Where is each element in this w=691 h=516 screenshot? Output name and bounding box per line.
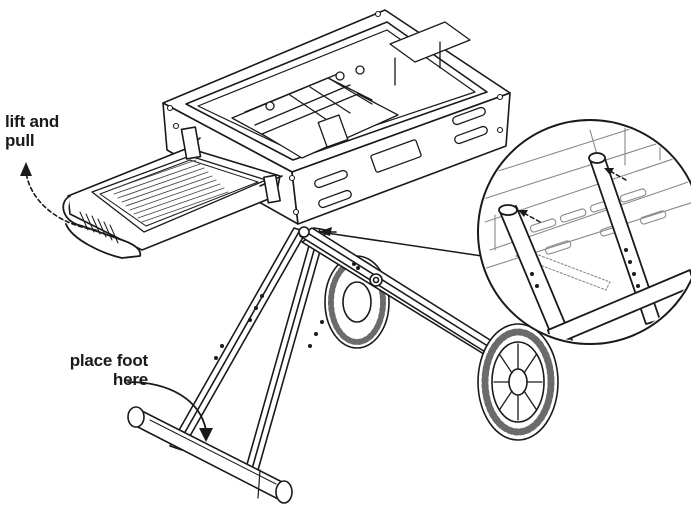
tray-grate	[109, 159, 229, 223]
tray-handle	[62, 195, 142, 259]
burner-tubes	[231, 21, 471, 159]
detail-callout	[318, 119, 691, 345]
lift-and-pull-line-2: pull	[5, 131, 35, 150]
place-foot-label: place foot here	[64, 351, 148, 389]
vent-slots	[314, 106, 488, 209]
leg-holes	[214, 262, 360, 360]
front-leg-assembly	[169, 226, 507, 451]
front-wheel	[477, 323, 559, 441]
place-foot-line-2: here	[112, 370, 148, 389]
lift-and-pull-line-1: lift and	[5, 112, 60, 131]
place-foot-arrow-icon	[127, 381, 207, 431]
wheel-spokes	[493, 343, 543, 421]
foot-bar	[127, 406, 293, 504]
tray-handle-grip	[79, 211, 119, 244]
lift-and-pull-arrow-icon	[25, 171, 97, 231]
place-foot-line-1: place foot	[69, 351, 148, 370]
lift-and-pull-label: lift and pull	[5, 112, 59, 150]
side-tray	[62, 126, 283, 259]
corner-screws	[166, 10, 504, 216]
